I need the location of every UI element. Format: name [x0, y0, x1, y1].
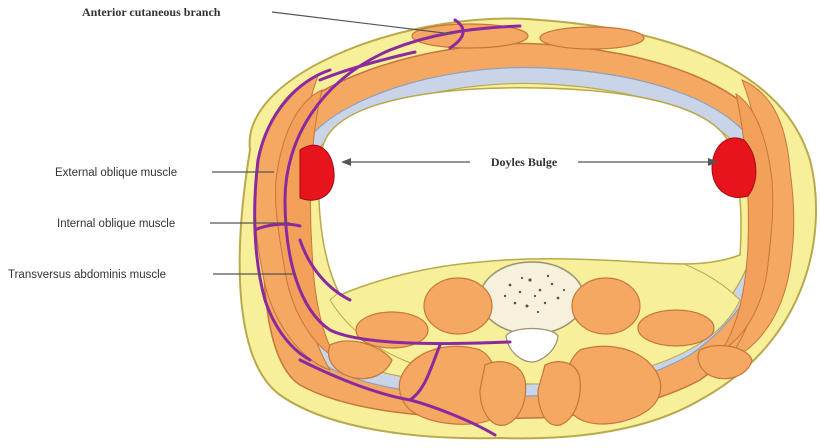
doyles-bulge-right — [712, 138, 756, 198]
label-internal-oblique-muscle: Internal oblique muscle — [57, 218, 175, 230]
label-anterior-cutaneous-branch: Anterior cutaneous branch — [82, 5, 221, 19]
label-doyles-bulge: Doyles Bulge — [491, 155, 558, 169]
label-transversus-abdominis-muscle: Transversus abdominis muscle — [8, 269, 166, 281]
label-external-oblique-muscle: External oblique muscle — [55, 167, 177, 179]
